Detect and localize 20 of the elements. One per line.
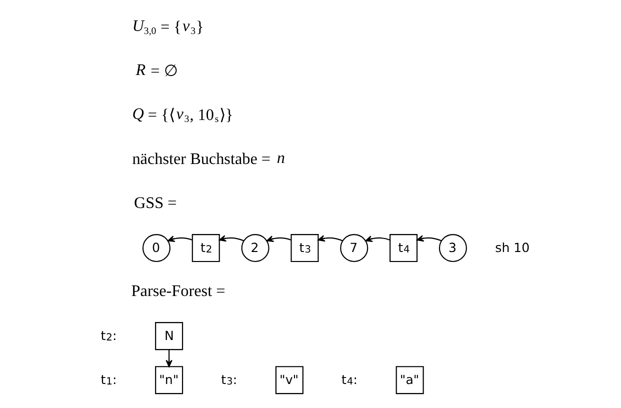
node-box: "a"	[395, 366, 424, 394]
node-circle: 7	[340, 234, 368, 262]
node-box: "n"	[154, 366, 183, 394]
arrow	[167, 236, 192, 242]
label: Parse-Forest =	[130, 283, 225, 300]
node-label: sh 10	[494, 240, 530, 255]
arrow	[416, 235, 442, 242]
node-box: "v"	[274, 366, 303, 394]
node-circle: 3	[438, 234, 466, 262]
arrow	[165, 350, 172, 368]
arrow	[364, 236, 390, 242]
node-circle: 0	[142, 234, 170, 262]
node-circle: 2	[240, 234, 269, 262]
node-box: N	[154, 322, 183, 350]
arrow	[317, 235, 342, 242]
arrow	[218, 235, 244, 242]
arrow	[266, 236, 291, 242]
label: GSS =	[134, 194, 176, 212]
label: nächster Buchstabe = n	[132, 150, 284, 168]
label: R = ∅	[135, 62, 178, 80]
